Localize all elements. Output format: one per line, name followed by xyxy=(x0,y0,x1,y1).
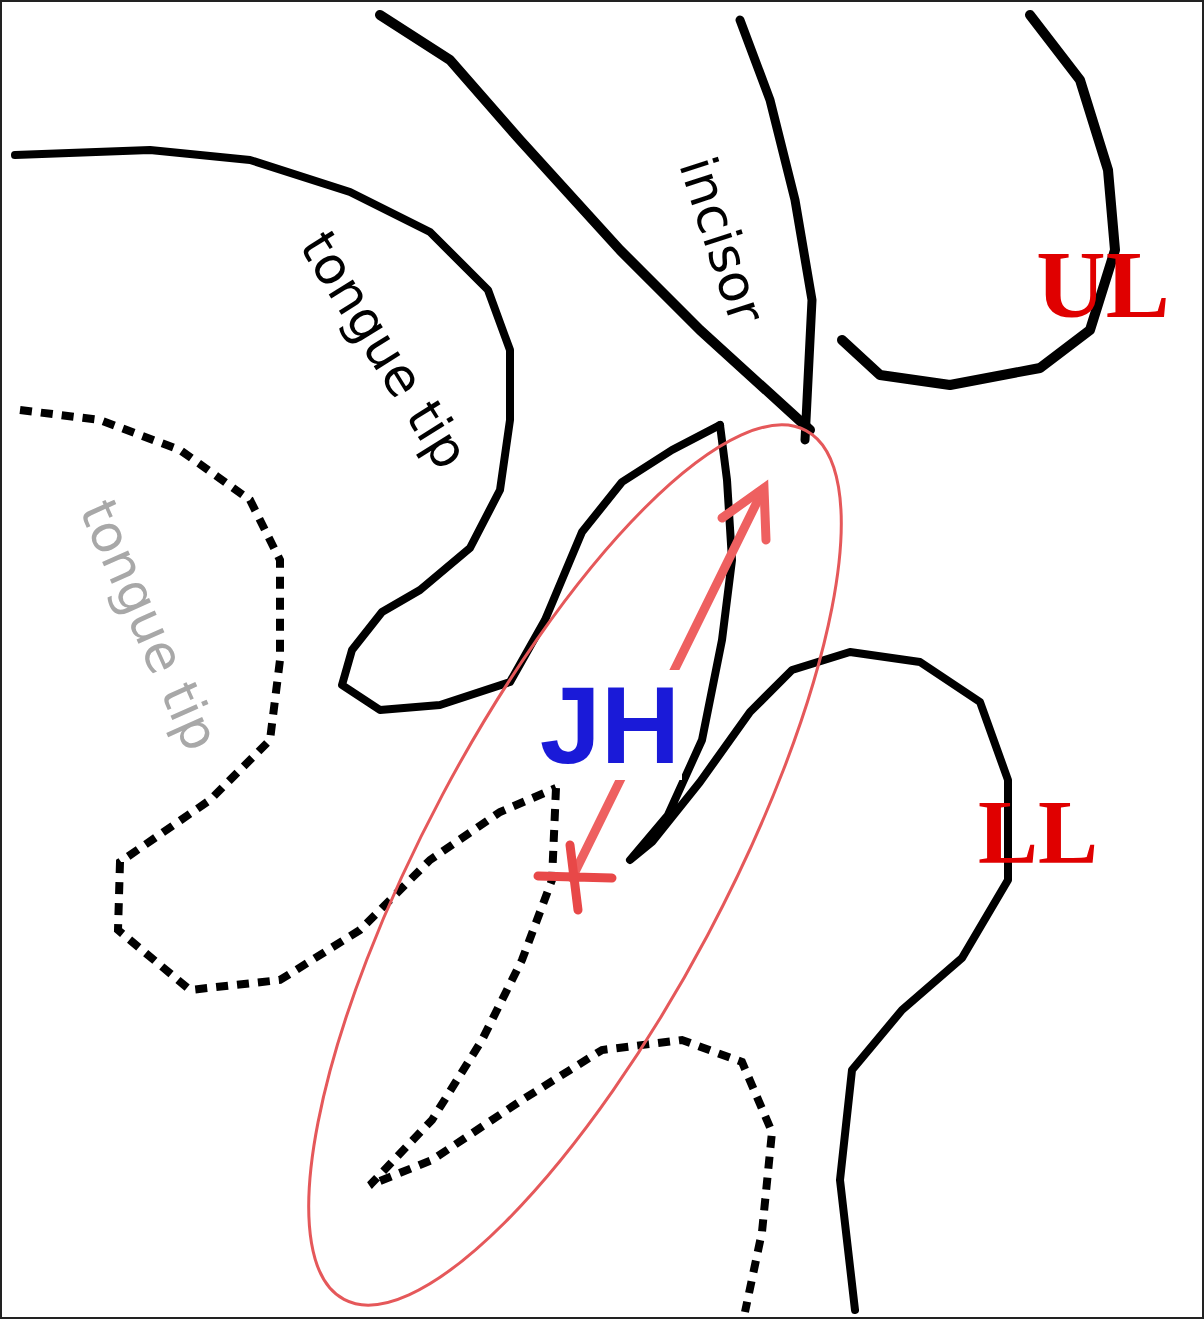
incisor-label: incisor xyxy=(671,151,773,329)
upper-lip-label: UL xyxy=(1036,237,1169,333)
tongue-tip-label: tongue tip xyxy=(292,223,478,477)
origin-cross xyxy=(538,845,612,910)
palate-line xyxy=(380,15,810,430)
upper-incisor xyxy=(740,20,812,440)
jaw-arrowhead xyxy=(722,488,766,540)
jaw-height-ellipse xyxy=(212,360,939,1319)
lower-lip-label: LL xyxy=(978,788,1098,878)
jaw-height-label: JH xyxy=(538,670,683,780)
mandible-dashed xyxy=(370,788,772,1312)
tongue-tip-label-gray: tongue tip xyxy=(72,492,228,758)
tongue-tip-dashed xyxy=(20,410,556,990)
lower-incisor xyxy=(630,425,1008,1310)
